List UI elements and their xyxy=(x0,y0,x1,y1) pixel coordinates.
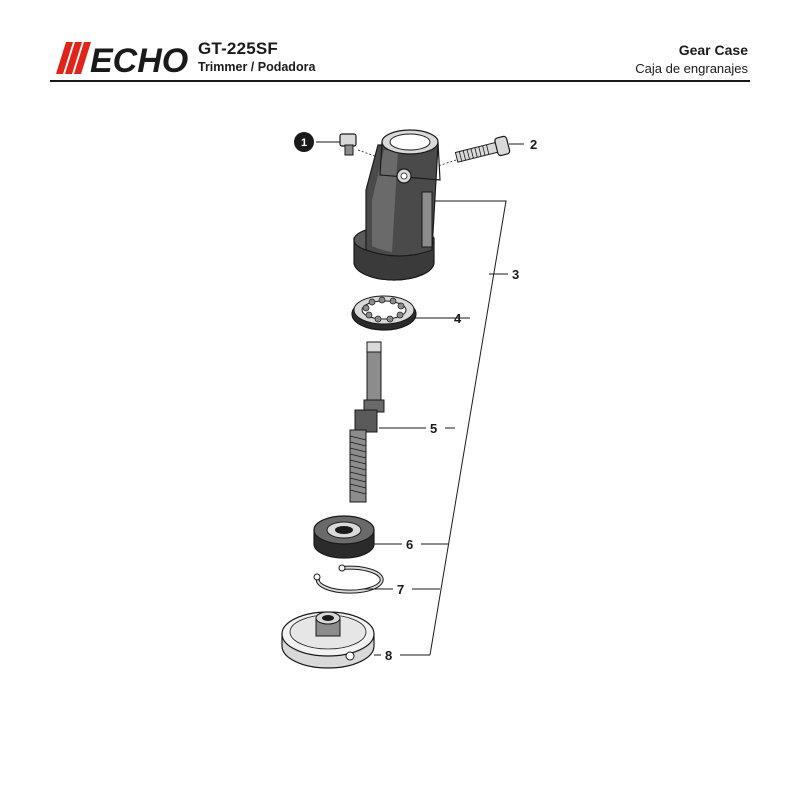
part-3-gear-case xyxy=(353,129,441,281)
echo-logo: ECHO xyxy=(56,42,188,76)
callout-1-number: 1 xyxy=(301,137,307,149)
callout-1: 1 xyxy=(294,132,314,152)
product-subtitle: Trimmer / Podadora xyxy=(198,60,316,74)
callout-5: 5 xyxy=(430,421,437,436)
logo-slashes xyxy=(56,42,91,74)
part-8-cap xyxy=(281,611,375,669)
callout-8: 8 xyxy=(385,648,392,663)
section-title-en: Gear Case xyxy=(678,42,748,58)
callout-6: 6 xyxy=(406,537,413,552)
part-7-circlip xyxy=(313,564,384,594)
callout-1-badge xyxy=(294,132,314,152)
model-number: GT-225SF xyxy=(198,39,279,58)
leader-lines xyxy=(316,141,524,656)
logo-wordmark: ECHO xyxy=(90,42,188,76)
part-4-bearing xyxy=(351,295,417,331)
page-header: ECHO GT-225SF Trimmer / Podadora Gear Ca… xyxy=(0,0,800,82)
callout-2: 2 xyxy=(530,137,537,152)
part-2-bolt xyxy=(419,135,511,173)
part-1-screw xyxy=(339,133,381,159)
callout-7: 7 xyxy=(397,582,404,597)
part-6-bearing xyxy=(313,515,375,559)
section-title-es: Caja de engranajes xyxy=(635,61,748,76)
callout-3: 3 xyxy=(512,267,519,282)
part-5-shaft xyxy=(349,341,385,503)
header-rule xyxy=(50,80,750,82)
callout-4: 4 xyxy=(454,311,462,326)
